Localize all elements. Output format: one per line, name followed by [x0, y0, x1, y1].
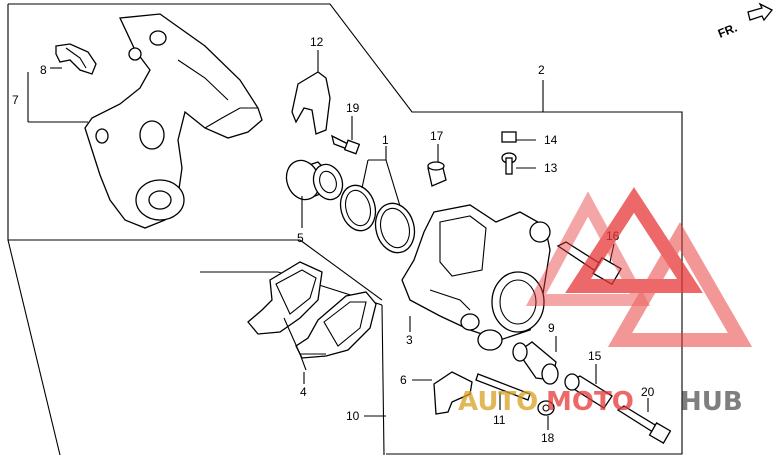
callout-5: 5 [297, 231, 304, 245]
callout-12: 12 [310, 35, 324, 49]
front-arrow-icon: FR. [716, 2, 774, 41]
watermark-moto: MOTO [546, 387, 634, 417]
brake-pads [247, 261, 377, 359]
callout-1: 1 [382, 133, 389, 147]
watermark-auto: AUTO [458, 387, 538, 417]
callout-4: 4 [300, 385, 307, 399]
watermark-triangle-icon [565, 187, 703, 293]
callout-13: 13 [544, 161, 558, 175]
callout-19: 19 [346, 101, 360, 115]
callout-7: 7 [12, 93, 19, 107]
callout-9: 9 [548, 321, 555, 335]
callout-15: 15 [588, 349, 602, 363]
pad-pin [475, 373, 531, 401]
pad-shim [433, 371, 473, 415]
callout-6: 6 [400, 373, 407, 387]
caliper-bracket [84, 13, 263, 229]
bolt-20 [616, 405, 672, 444]
sleeve [564, 373, 613, 409]
callout-3: 3 [406, 333, 413, 347]
bleeder-valve [501, 131, 517, 175]
caliper-piston [285, 159, 344, 201]
pin-boot [512, 341, 559, 385]
frame-outlines [7, 3, 683, 456]
callout-8: 8 [40, 63, 47, 77]
bleeder-cap [427, 161, 447, 187]
leader-lines [27, 50, 649, 430]
front-label: FR. [716, 21, 739, 41]
pad-retainer [291, 71, 331, 135]
callout-14: 14 [544, 133, 558, 147]
piston-seals [339, 184, 416, 254]
callout-18: 18 [541, 431, 555, 445]
automotohub-watermark: AUTO MOTO HUB [458, 187, 753, 417]
callout-17: 17 [430, 129, 444, 143]
callout-11: 11 [493, 413, 506, 427]
watermark-hub: HUB [680, 387, 743, 417]
washer [537, 400, 555, 416]
bolt-19 [331, 134, 361, 155]
callout-2: 2 [538, 63, 545, 77]
callout-20: 20 [641, 385, 655, 399]
pad-clip [55, 43, 97, 75]
callout-10: 10 [346, 409, 360, 423]
caliper-body [401, 204, 551, 351]
